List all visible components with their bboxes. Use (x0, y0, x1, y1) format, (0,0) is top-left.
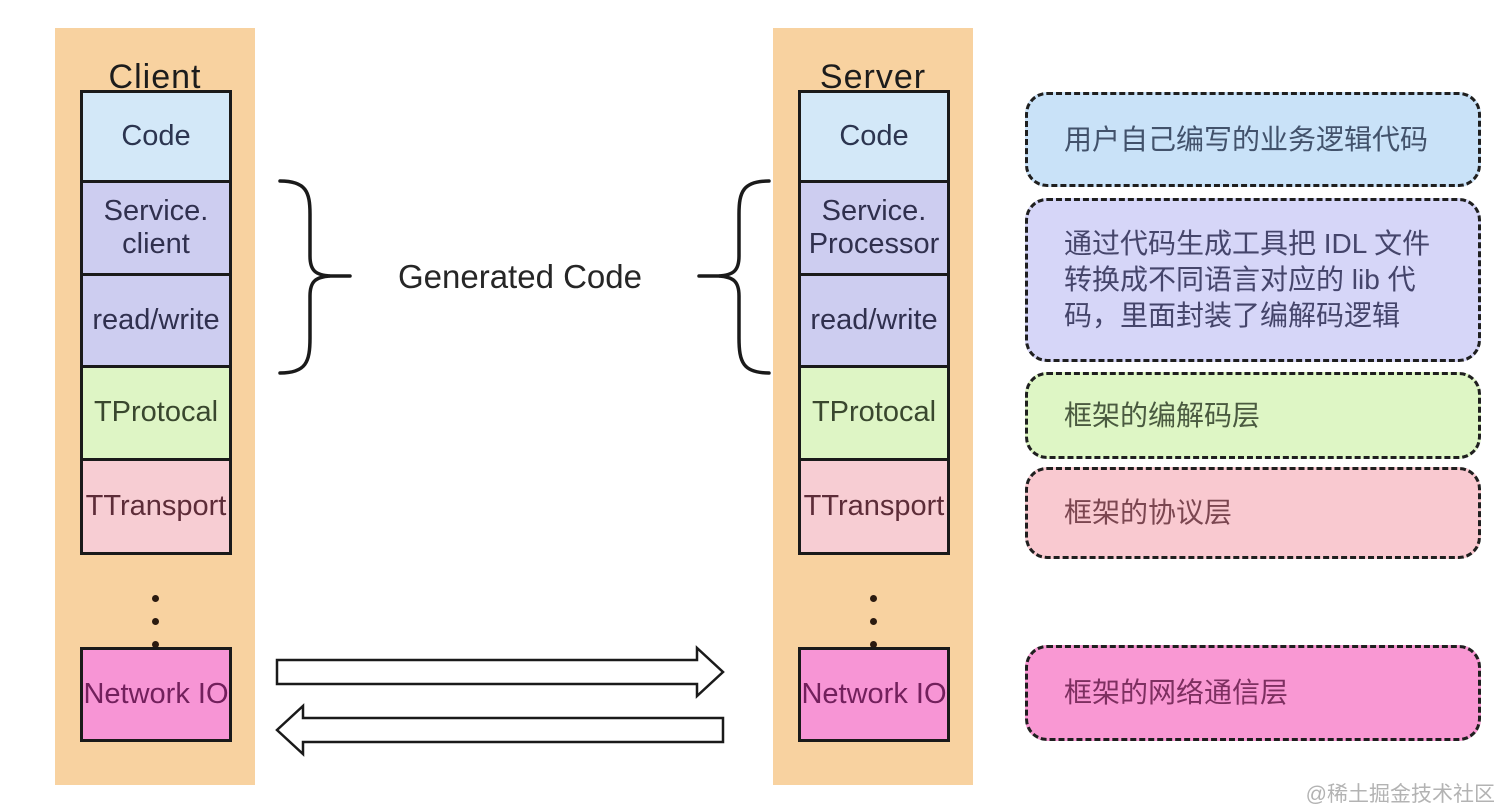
annotation-user-code: 用户自己编写的业务逻辑代码 (1025, 92, 1481, 187)
server-ellipsis-dots (773, 579, 973, 648)
client-layer-readwrite: read/write (80, 273, 232, 368)
arrow-right-icon (275, 645, 725, 699)
client-title: Client (108, 58, 202, 96)
arrow-left-icon (275, 703, 725, 757)
server-layer-processor: Service. Processor (798, 180, 950, 276)
client-column: Client Code Service. client read/write T… (55, 28, 255, 785)
client-ellipsis-dots (55, 579, 255, 648)
client-layer-tprotocal: TProtocal (80, 365, 232, 461)
annotation-codec-layer: 框架的编解码层 (1025, 372, 1481, 459)
server-layer-ttransport: TTransport (798, 458, 950, 555)
server-title: Server (819, 58, 927, 96)
right-brace (697, 179, 771, 375)
annotation-protocol-layer: 框架的协议层 (1025, 467, 1481, 559)
annotation-generated-code: 通过代码生成工具把 IDL 文件 转换成不同语言对应的 lib 代 码，里面封装… (1025, 198, 1481, 362)
client-layer-code: Code (80, 90, 232, 183)
server-layer-network-io: Network IO (798, 647, 950, 742)
client-layer-ttransport: TTransport (80, 458, 232, 555)
network-arrows (275, 645, 725, 757)
left-brace (278, 179, 352, 375)
client-layer-network-io: Network IO (80, 647, 232, 742)
server-column: Server Code Service. Processor read/writ… (773, 28, 973, 785)
server-layer-readwrite: read/write (798, 273, 950, 368)
annotation-network-layer: 框架的网络通信层 (1025, 645, 1481, 741)
server-layer-tprotocal: TProtocal (798, 365, 950, 461)
server-layer-code: Code (798, 90, 950, 183)
client-layer-service: Service. client (80, 180, 232, 276)
generated-code-label: Generated Code (397, 258, 642, 295)
watermark: @稀土掘金技术社区 (1305, 783, 1495, 806)
